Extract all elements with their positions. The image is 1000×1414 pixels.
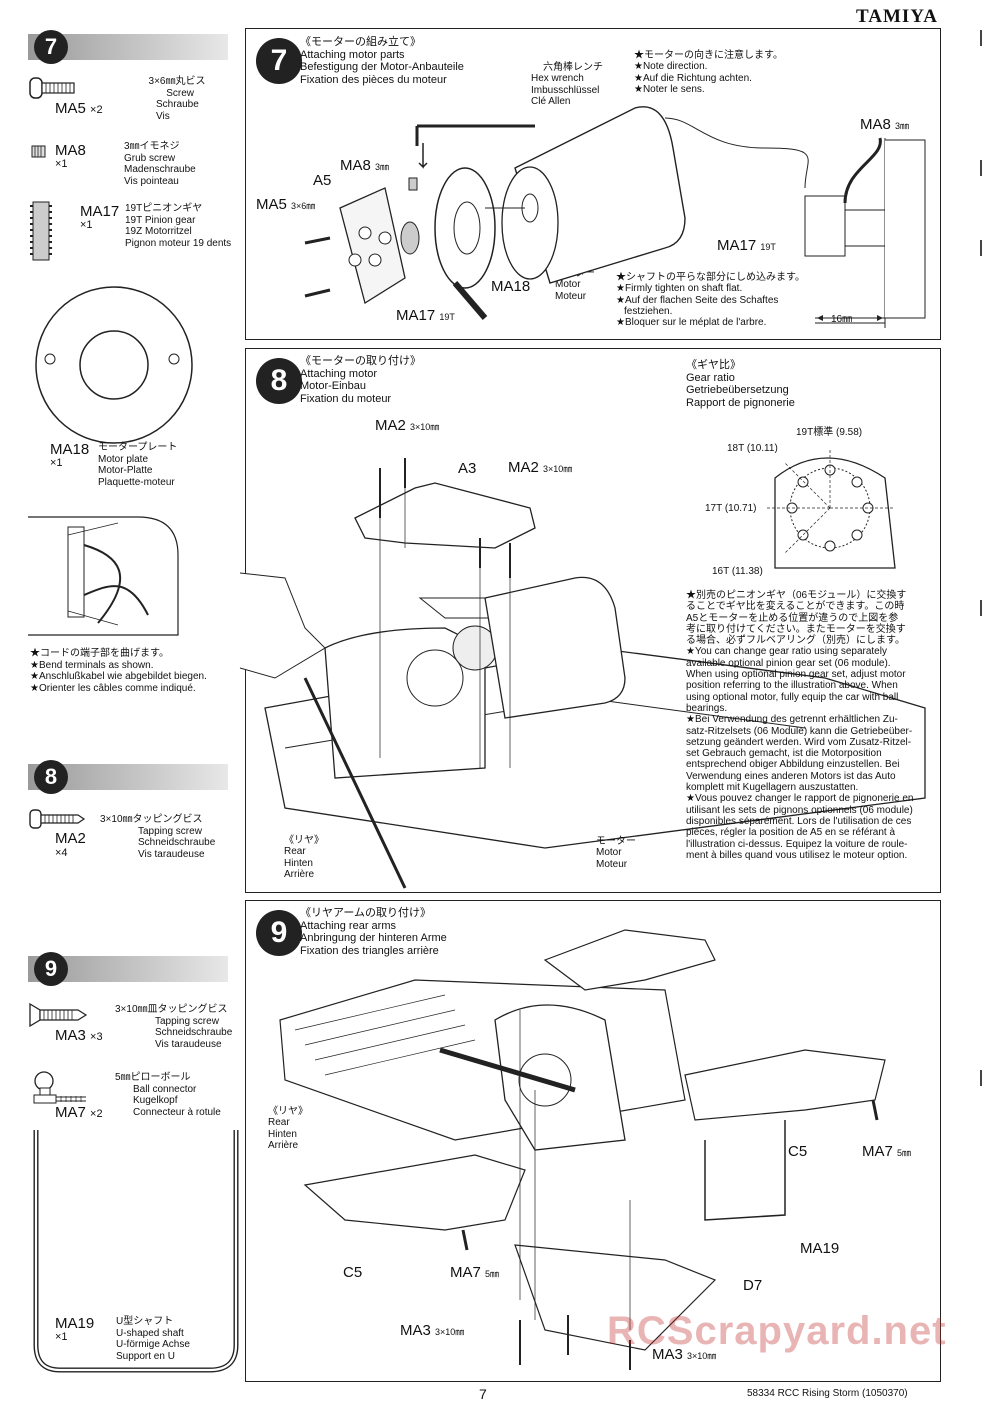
part-code-ma7: MA7 ×2 [55,1104,103,1121]
step-number-badge: 7 [34,30,68,64]
brand-logo: TAMIYA [855,6,938,27]
label-ma2-left: MA2 3×10㎜ [375,417,440,434]
part-qty-ma17: ×1 [80,219,93,231]
motor-mount-diagram [239,448,926,889]
screw-icon [29,77,75,99]
tapping-screw-icon [29,809,86,829]
label-ma3-left: MA3 3×10㎜ [400,1322,465,1339]
part-code-ma3: MA3 ×3 [55,1027,103,1044]
label-d7: D7 [743,1277,763,1294]
part-code-ma5: MA5 ×2 [55,100,103,117]
part-qty-ma18: ×1 [50,457,63,469]
step-number-badge: 7 [256,38,302,84]
gear-18t: 18T (10.11) [727,443,778,454]
step-number-badge: 8 [34,760,68,794]
sidebar-section-8-header: 8 [28,760,228,794]
step-number-badge: 8 [256,358,302,404]
motor-assembly-diagram [304,106,926,328]
dimension-label: 16㎜ [831,314,853,325]
part-code-ma8: MA8 [55,142,86,159]
sidebar-section-7-header: 7 [28,30,228,64]
step-number-badge: 9 [34,952,68,986]
gear-17t: 17T (10.71) [705,503,757,514]
ball-connector-icon [33,1071,86,1104]
label-ma7-left: MA7 5㎜ [450,1264,500,1281]
grub-screw-icon [31,145,46,158]
label-ma7-right: MA7 5㎜ [862,1143,912,1160]
label-ma19: MA19 [800,1240,840,1257]
rear-arms-diagram [279,929,886,1370]
direction-note: ★モーターの向きに注意します。★Note direction.★Auf die … [634,50,783,95]
pinion-gear-icon [30,201,52,261]
margin-marks [980,30,982,1086]
label-ma17: MA17 19T [396,307,455,324]
step-number-badge: 9 [256,910,302,956]
label-ma18: MA18 [491,278,531,295]
part-code-ma19: MA19 [55,1315,95,1332]
watermark: RCScrapyard.net [607,1309,947,1353]
part-code-ma17: MA17 [80,203,120,220]
motor-plate-icon [35,286,193,444]
part-qty-ma19: ×1 [55,1331,68,1343]
part-code-ma18: MA18 [50,441,90,458]
part-qty-ma2: ×4 [55,847,68,859]
label-c5-left: C5 [343,1264,363,1281]
label-c5-right: C5 [788,1143,808,1160]
sidebar-section-9-header: 9 [28,952,228,986]
u-shaped-shaft-icon [33,1130,239,1373]
part-code-ma2: MA2 [55,830,86,847]
bend-note: ★コードの端子部を曲げます。★Bend terminals as shown.★… [30,648,207,694]
label-ma17-detail: MA17 19T [717,237,776,254]
label-ma8-detail: MA8 3㎜ [860,116,910,133]
gear-16t: 16T (11.38) [712,566,763,577]
label-ma5: MA5 3×6㎜ [256,196,316,213]
label-ma8: MA8 3㎜ [340,157,390,174]
document-code: 58334 RCC Rising Storm (1050370) [747,1388,908,1399]
bend-terminals-illustration [28,516,179,636]
shaft-flat-note: ★シャフトの平らな部分にしめ込みます。★Firmly tighten on sh… [616,272,805,329]
label-ma2-right: MA2 3×10㎜ [508,459,573,476]
gear-19t: 19T標準 (9.58) [796,427,863,438]
part-qty-ma8: ×1 [55,158,68,170]
page-number: 7 [479,1386,487,1402]
gear-ratio-note: ★別売のピニオンギヤ（06モジュール）に交換することでギヤ比を変えることができま… [686,590,914,861]
countersunk-screw-icon [29,1002,88,1028]
label-a3: A3 [458,460,477,477]
label-ma3-right: MA3 3×10㎜ [652,1346,717,1363]
label-a5: A5 [313,172,332,189]
